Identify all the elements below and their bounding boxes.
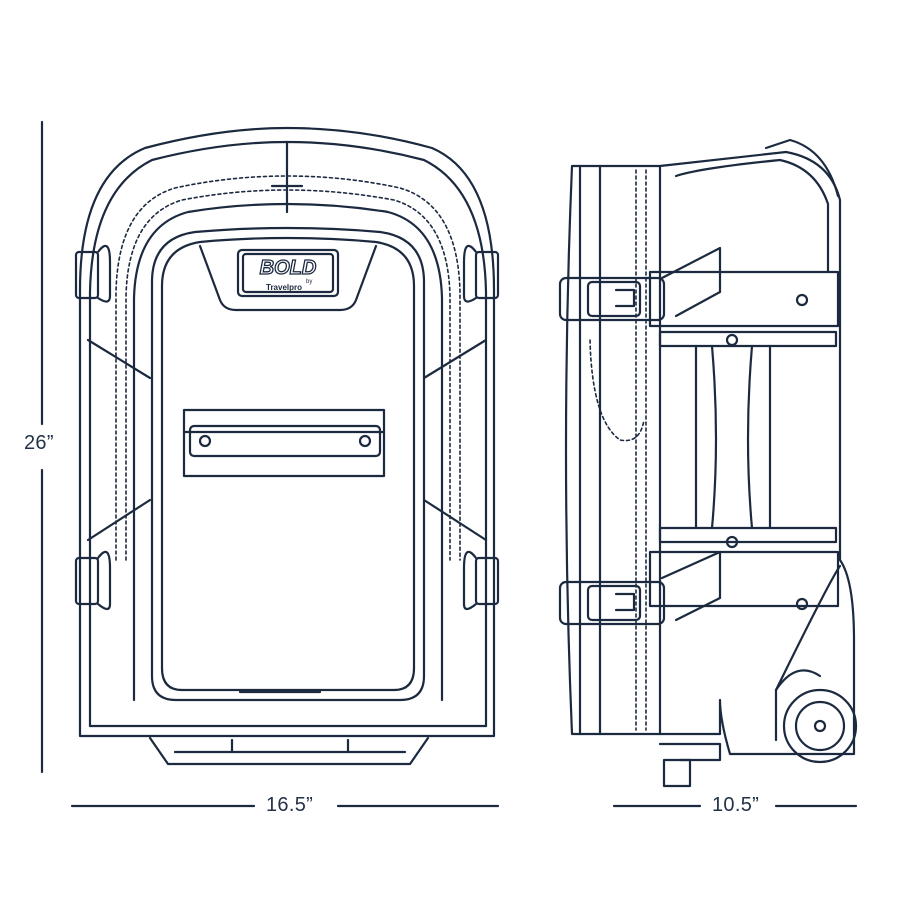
shell-rim [88, 140, 488, 728]
width-dimension-label: 16.5” [266, 794, 314, 816]
front-view-suitcase [74, 126, 500, 766]
side-body [658, 150, 856, 756]
buckle-bottom-strap [660, 550, 722, 622]
wheel [782, 688, 858, 764]
logo-plate [236, 248, 340, 298]
logo-plate-frame [198, 244, 378, 312]
side-rail-top [648, 270, 840, 328]
handle-rivet-left [198, 434, 212, 448]
top-handle-cap [764, 138, 840, 198]
handle-rivet-right [358, 434, 372, 448]
wheel-base [148, 736, 430, 766]
logo-text: BOLD [260, 257, 317, 279]
clip-top-right [474, 250, 500, 300]
clip-bottom-left [74, 556, 100, 606]
carry-handle [188, 424, 382, 458]
side-front-shell [564, 164, 662, 736]
outer-shell [78, 126, 496, 738]
front-panel [150, 226, 426, 702]
brand-logo: BOLD by Travelpro [259, 256, 317, 292]
base-handle [230, 738, 350, 754]
height-dimension-label: 26” [24, 432, 54, 454]
buckle-top [558, 276, 666, 322]
logo-by: by [306, 279, 312, 285]
zipper-inner [125, 189, 451, 561]
side-foot [658, 742, 722, 762]
carry-strap-frame [182, 408, 386, 478]
buckle-top-strap [660, 246, 722, 318]
clip-bottom-right [474, 556, 500, 606]
side-view-suitcase [558, 138, 858, 788]
clip-top-left [74, 250, 100, 300]
depth-dimension-label: 10.5” [712, 794, 760, 816]
wheel-housing [774, 564, 842, 742]
dimension-lines [40, 120, 858, 808]
side-rail-bottom [648, 550, 840, 608]
buckle-bottom [558, 580, 666, 626]
zipper-outer [115, 175, 461, 561]
logo-maker: Travelpro [266, 283, 302, 292]
